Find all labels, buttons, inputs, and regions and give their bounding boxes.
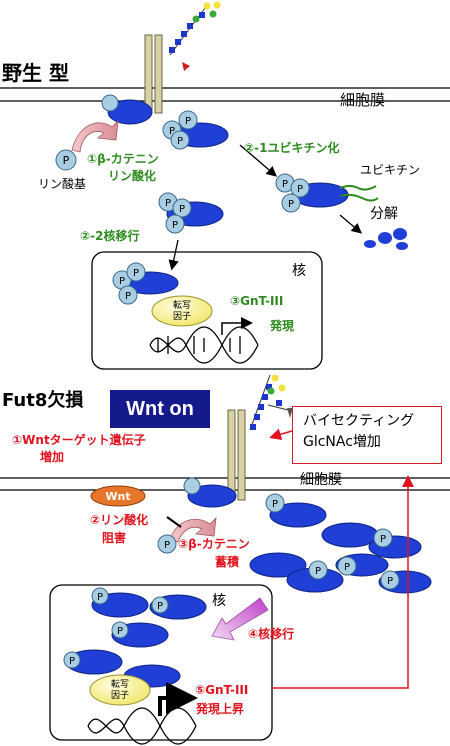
- svg-text:P: P: [272, 499, 278, 510]
- phospho-glyph: P: [63, 154, 70, 167]
- membrane-label: 細胞膜: [340, 91, 385, 109]
- fut8-panel: Fut8欠損 細胞膜 ①Wntターゲット遺伝子 増加 Wnt ②リン酸化: [0, 374, 450, 745]
- glcnac-line2: GlcNAc増加: [303, 434, 381, 450]
- svg-text:P: P: [380, 534, 386, 545]
- svg-text:P: P: [282, 179, 288, 190]
- wnt-ligand-label: Wnt: [105, 490, 130, 503]
- fut8-nucleus-box: [49, 584, 273, 741]
- fut8-step4: ④核移行: [248, 626, 294, 641]
- svg-text:P: P: [165, 198, 171, 209]
- fut8-step3-line2: 蓄積: [215, 554, 240, 569]
- fut8-transcription-factor: [89, 674, 151, 706]
- svg-text:P: P: [344, 562, 350, 573]
- fut8-nucleus-label: 核: [212, 593, 226, 609]
- svg-text:P: P: [119, 276, 125, 287]
- svg-text:P: P: [185, 116, 191, 127]
- fut8-step2-line2: 阻害: [102, 530, 126, 545]
- nuclear-translocation-arrow: [211, 597, 269, 641]
- phosphate-icon: [55, 149, 77, 171]
- fut8-step2-line1: ②リン酸化: [90, 512, 148, 527]
- svg-text:P: P: [164, 540, 170, 551]
- wt-step2-1: ②-1ユビキチン化: [244, 140, 340, 155]
- svg-text:P: P: [315, 566, 321, 577]
- wnt-on-badge: Wnt on: [110, 390, 210, 428]
- fut8-step5-line2: 発現上昇: [195, 701, 244, 716]
- wt-step1-line1: ①β-カテニン: [87, 152, 159, 166]
- ubiquitin-chain: [339, 185, 379, 202]
- svg-text:P: P: [387, 576, 393, 587]
- fut8-step5-line1: ⑤GnT-III: [195, 683, 248, 697]
- blocked-phosphorylation-arrow: [169, 516, 217, 543]
- svg-text:P: P: [172, 220, 178, 231]
- strong-transcription-arrow: [158, 682, 198, 716]
- svg-text:P: P: [297, 184, 303, 195]
- glcnac-box: バイセクティング GlcNAc増加: [292, 406, 442, 464]
- beta-catenin-protein: [107, 99, 153, 125]
- receptor-fut8: [227, 409, 246, 501]
- dna-helix: [149, 326, 259, 364]
- transcription-factor: [151, 295, 213, 327]
- svg-text:P: P: [288, 199, 294, 210]
- fut8-title: Fut8欠損: [2, 389, 84, 411]
- svg-text:P: P: [97, 592, 103, 603]
- glycan-chain-bisecting: [249, 374, 293, 431]
- wt-step3-line2: 発現: [269, 318, 294, 333]
- svg-text:P: P: [117, 626, 123, 637]
- wt-step1-line2: リン酸化: [108, 168, 156, 183]
- fut8-tf-line1: 転写: [111, 679, 129, 690]
- wild-type-title: 野生 型: [2, 61, 69, 85]
- wt-tf-line2: 因子: [173, 311, 191, 322]
- svg-text:P: P: [69, 656, 75, 667]
- fut8-step3-line1: ③β-カテニン: [178, 537, 250, 551]
- fut8-step1-line2: 増加: [40, 449, 64, 464]
- fut8-membrane-label: 細胞膜: [300, 472, 342, 488]
- svg-text:P: P: [133, 268, 139, 279]
- wild-type-panel: 野生 型 細胞膜 P リン酸基 P P P ①β-カテニン リン酸化 ②-1ユビ…: [0, 1, 450, 370]
- fut8-dna-helix: [87, 707, 197, 745]
- nucleus-box: [91, 251, 323, 370]
- wt-step2-2: ②-2核移行: [80, 228, 140, 243]
- phosphate-label: リン酸基: [38, 176, 86, 191]
- svg-text:P: P: [157, 601, 163, 612]
- fut8-tf-line2: 因子: [111, 690, 129, 701]
- nucleus-label: 核: [292, 263, 306, 279]
- svg-text:P: P: [125, 291, 131, 302]
- svg-text:P: P: [179, 204, 185, 215]
- feedback-arrow: [272, 475, 414, 689]
- glcnac-line1: バイセクティング: [303, 413, 415, 429]
- transcription-arrow: [221, 317, 253, 335]
- svg-text:P: P: [177, 136, 183, 147]
- wnt-ligand: [90, 485, 146, 507]
- svg-text:P: P: [169, 126, 175, 137]
- degraded-fragments: [364, 228, 408, 250]
- ubiquitin-label: ユビキチン: [360, 163, 420, 177]
- wt-step3-line1: ③GnT-III: [230, 294, 283, 308]
- wt-tf-line1: 転写: [173, 300, 191, 311]
- glycan-chain: [169, 1, 221, 71]
- fut8-step1-line1: ①Wntターゲット遺伝子: [12, 432, 146, 447]
- phosphorylation-arrow: [71, 119, 119, 153]
- degradation-label: 分解: [370, 206, 398, 222]
